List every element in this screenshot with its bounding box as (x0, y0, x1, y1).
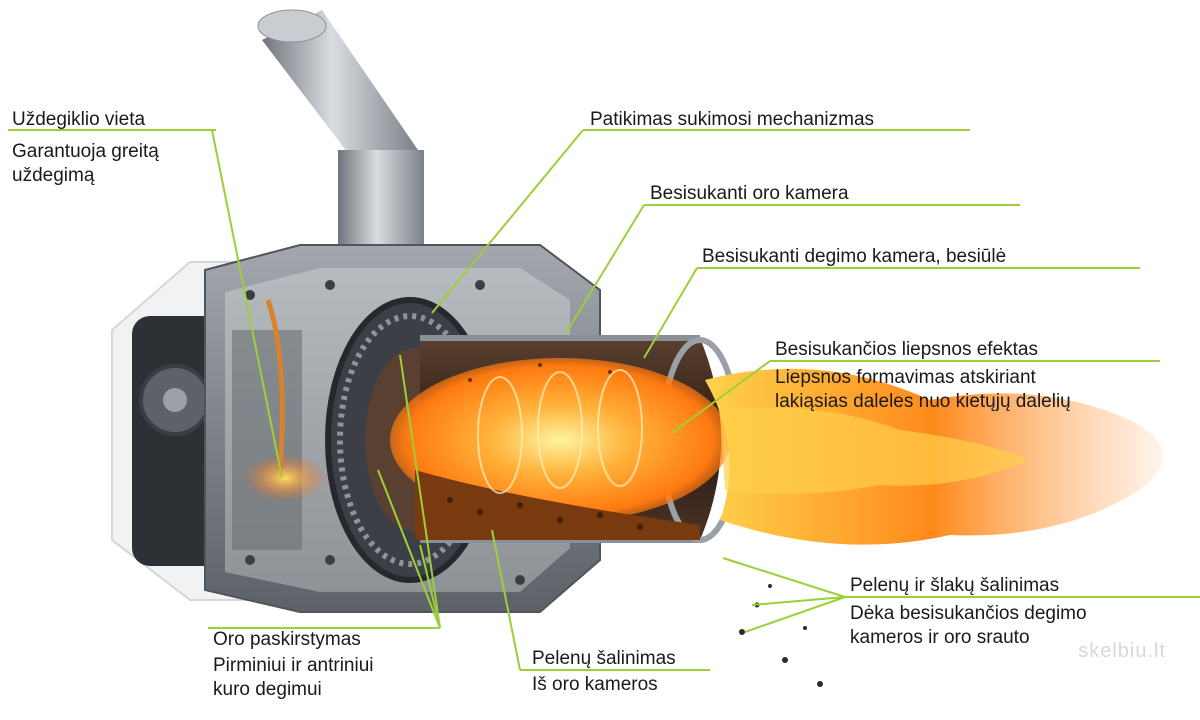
label-combustion-chamber: Besisukanti degimo kamera, besiūlė (702, 245, 1006, 269)
label-air-chamber-title: Besisukanti oro kamera (650, 183, 849, 204)
label-air-distribution-sub2: kuro degimui (213, 679, 322, 700)
label-air-distribution-title: Oro paskirstymas (213, 629, 361, 650)
label-flame-effect-sub2: lakiąsias daleles nuo kietųjų dalelių (775, 391, 1071, 412)
label-flame-effect-sub1: Liepsnos formavimas atskiriant (775, 367, 1036, 388)
label-rotation: Patikimas sukimosi mechanizmas (590, 108, 874, 132)
label-ash-slag-title: Pelenų ir šlakų šalinimas (850, 575, 1060, 596)
label-ash-slag: Pelenų ir šlakų šalinimas Dėka besisukan… (850, 574, 1087, 650)
combustion-tube (390, 335, 741, 543)
label-igniter-sub1: Garantuoja greitą (12, 141, 159, 162)
label-rotation-title: Patikimas sukimosi mechanizmas (590, 109, 875, 130)
outer-flame (705, 368, 1163, 545)
label-air-chamber: Besisukanti oro kamera (650, 182, 849, 206)
label-ash-removal-sub1: Iš oro kameros (532, 674, 658, 695)
label-flame-effect: Besisukančios liepsnos efektas Liepsnos … (775, 338, 1071, 414)
watermark: skelbiu.lt (1078, 640, 1166, 662)
label-ash-removal: Pelenų šalinimas Iš oro kameros (532, 647, 676, 697)
label-air-distribution-sub1: Pirminiui ir antriniui (213, 655, 374, 676)
feed-pipe (257, 9, 424, 320)
label-combustion-chamber-title: Besisukanti degimo kamera, besiūlė (702, 246, 1007, 267)
label-flame-effect-title: Besisukančios liepsnos efektas (775, 339, 1038, 360)
label-igniter: Uždegiklio vieta (12, 108, 145, 132)
label-ash-slag-sub1: Dėka besisukančios degimo (850, 603, 1087, 624)
label-air-distribution: Oro paskirstymas Pirminiui ir antriniui … (213, 628, 374, 702)
label-igniter-title: Uždegiklio vieta (12, 109, 146, 130)
label-ash-removal-title: Pelenų šalinimas (532, 648, 676, 669)
label-ash-slag-sub2: kameros ir oro srauto (850, 627, 1030, 648)
leader-lines (8, 129, 1200, 671)
label-igniter-sub2: uždegimą (12, 165, 95, 186)
label-igniter-desc: Garantuoja greitą uždegimą (12, 140, 159, 188)
